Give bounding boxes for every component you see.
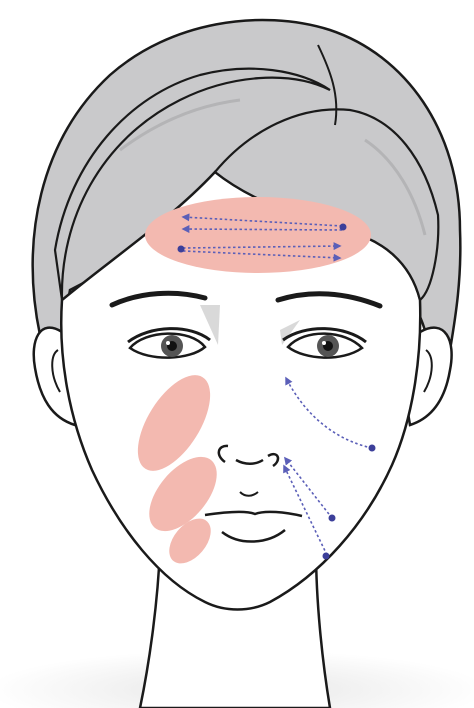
forehead-point — [178, 246, 185, 253]
nasolabial-point — [329, 515, 336, 522]
cheek-point — [369, 445, 376, 452]
forehead-zone — [145, 197, 371, 273]
nasolabial-point — [323, 553, 330, 560]
forehead-point — [340, 224, 347, 231]
